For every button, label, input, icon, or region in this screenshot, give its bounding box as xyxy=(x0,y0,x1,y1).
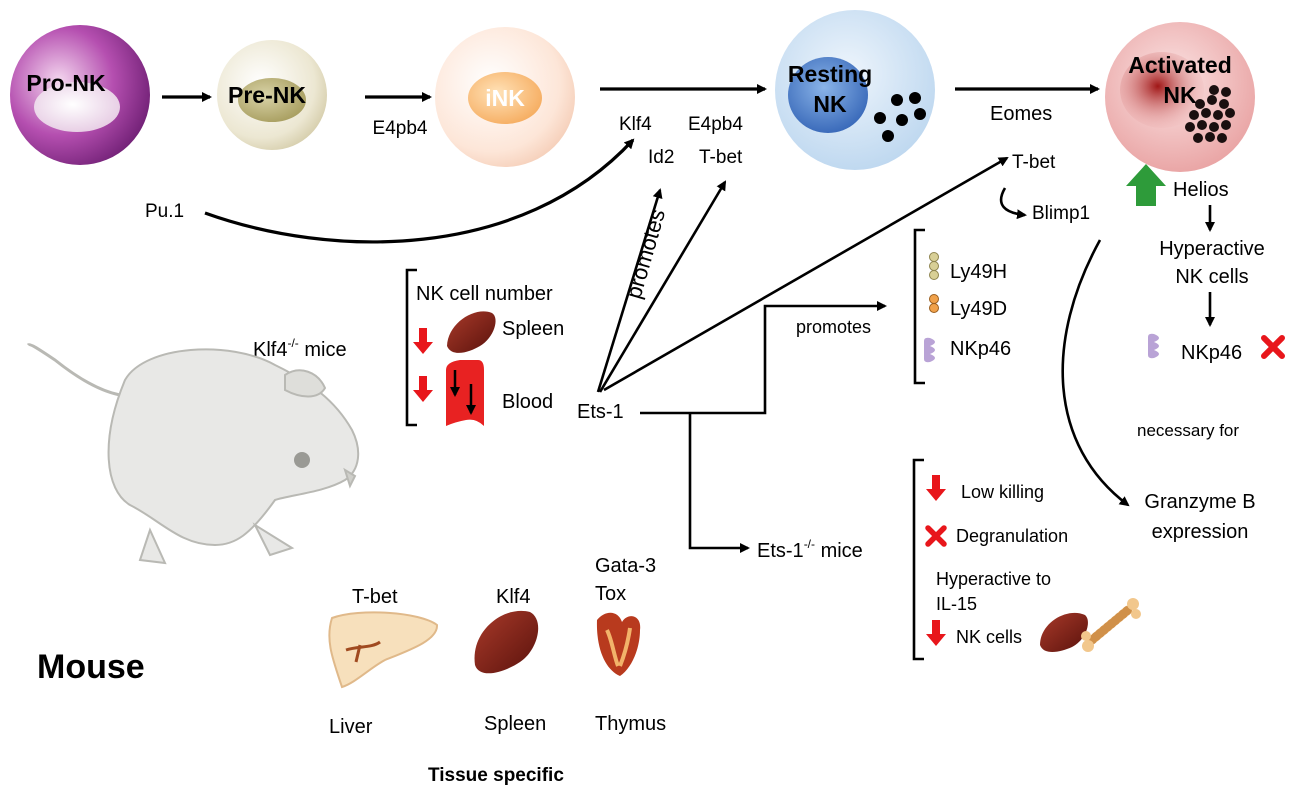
bone-icon xyxy=(1081,598,1141,652)
nk-cells-label: NK cells xyxy=(956,627,1022,647)
hyperactive-il15-line1: Hyperactive to xyxy=(936,569,1051,589)
granzyme-label-line1: Granzyme B xyxy=(1144,491,1255,513)
resting-nk-label-line1: Resting xyxy=(788,61,872,87)
spleen-tissue-icon xyxy=(474,610,539,674)
pre-nk-cell: Pre-NK xyxy=(217,40,327,150)
down-arrow-icon-4 xyxy=(926,620,946,646)
down-arrow-icon-1 xyxy=(413,328,433,354)
spleen-icon-1 xyxy=(447,311,496,353)
ink-cell: iNK xyxy=(435,27,575,167)
nkp46-right-label: NKp46 xyxy=(1181,342,1242,364)
tissue-tbet-label: T-bet xyxy=(352,586,398,608)
liver-icon xyxy=(328,611,439,689)
ets1-mice-brace xyxy=(912,458,924,661)
low-killing-label: Low killing xyxy=(961,482,1044,502)
necessary-for-label: necessary for xyxy=(1137,421,1239,440)
tissue-specific-label: Tissue specific xyxy=(428,765,564,786)
blood-vessel-icon xyxy=(446,360,484,426)
helios-label: Helios xyxy=(1173,179,1229,201)
down-arrow-icon-3 xyxy=(926,475,946,501)
granzyme-label-line2: expression xyxy=(1152,521,1249,543)
hyperactive-nk-line1: Hyperactive xyxy=(1159,238,1265,260)
tbet-to-blimp1-arrow xyxy=(999,187,1027,220)
hyperactive-il15-line2: IL-15 xyxy=(936,594,977,614)
activated-nk-label-line1: Activated xyxy=(1128,52,1232,78)
receptor-brace xyxy=(913,228,925,385)
spleen-label: Spleen xyxy=(502,318,564,340)
id2-label: Id2 xyxy=(648,147,674,168)
tbet-label-2: T-bet xyxy=(1012,152,1056,173)
pre-nk-label: Pre-NK xyxy=(228,82,306,108)
tissue-klf4-label: Klf4 xyxy=(496,586,530,608)
ink-label: iNK xyxy=(485,85,525,111)
pro-nk-cell: Pro-NK xyxy=(10,25,150,165)
degranulation-label: Degranulation xyxy=(956,526,1068,546)
nkp46-icon xyxy=(924,337,935,363)
spleen-icon-2 xyxy=(1040,612,1088,653)
liver-label: Liver xyxy=(329,716,373,738)
ly49d-icon xyxy=(929,294,939,313)
thymus-label: Thymus xyxy=(595,713,666,735)
ets1-arrows xyxy=(596,156,1009,553)
klf4-mice-label: Klf4-/- mice xyxy=(253,336,347,361)
tbet-label-1: T-bet xyxy=(699,147,743,168)
pu1-to-klf4-arrow xyxy=(204,138,635,244)
nk-cell-number-label: NK cell number xyxy=(416,283,553,305)
organism-label: Mouse xyxy=(37,648,145,686)
eomes-label: Eomes xyxy=(990,103,1052,125)
tissue-gata3-label: Gata-3 xyxy=(595,555,656,577)
blimp1-label: Blimp1 xyxy=(1032,203,1090,224)
hyperactive-nk-line2: NK cells xyxy=(1175,266,1248,288)
resting-granules xyxy=(874,92,926,142)
ly49h-icon xyxy=(929,252,939,280)
receptor-ly49h: Ly49H xyxy=(950,261,1007,283)
blimp1-to-granzyme-arrow xyxy=(1061,239,1130,507)
promotes-label: promotes xyxy=(796,317,871,337)
ets1-label: Ets-1 xyxy=(577,401,624,423)
ets1-mice-label: Ets-1-/- mice xyxy=(757,537,863,562)
klf4-label: Klf4 xyxy=(619,114,652,135)
spleen-tissue-label: Spleen xyxy=(484,713,546,735)
receptor-ly49d: Ly49D xyxy=(950,298,1007,320)
e4pb4-label-2: E4pb4 xyxy=(688,114,743,135)
receptor-nkp46: NKp46 xyxy=(950,338,1011,360)
cross-icon-right xyxy=(1261,335,1285,359)
mouse-illustration xyxy=(26,343,360,565)
thymus-icon xyxy=(596,612,641,676)
lineage-arrows xyxy=(162,84,1100,102)
klf4-mice-brace xyxy=(405,268,417,427)
resting-nk-cell: Resting NK xyxy=(775,10,935,170)
tissue-tox-label: Tox xyxy=(595,583,626,605)
resting-nk-label-line2: NK xyxy=(813,91,847,117)
up-arrow-icon xyxy=(1126,164,1166,206)
activated-nk-cell: Activated NK xyxy=(1105,22,1255,172)
e4pb4-label-1: E4pb4 xyxy=(373,118,428,139)
down-arrow-icon-2 xyxy=(413,376,433,402)
nkp46-icon-right xyxy=(1148,333,1159,359)
pro-nk-label: Pro-NK xyxy=(26,70,106,96)
blood-label: Blood xyxy=(502,391,553,413)
pu1-label: Pu.1 xyxy=(145,201,184,222)
activated-granules xyxy=(1185,85,1235,143)
cross-icon xyxy=(925,525,947,547)
activated-nk-label-line2: NK xyxy=(1163,82,1197,108)
